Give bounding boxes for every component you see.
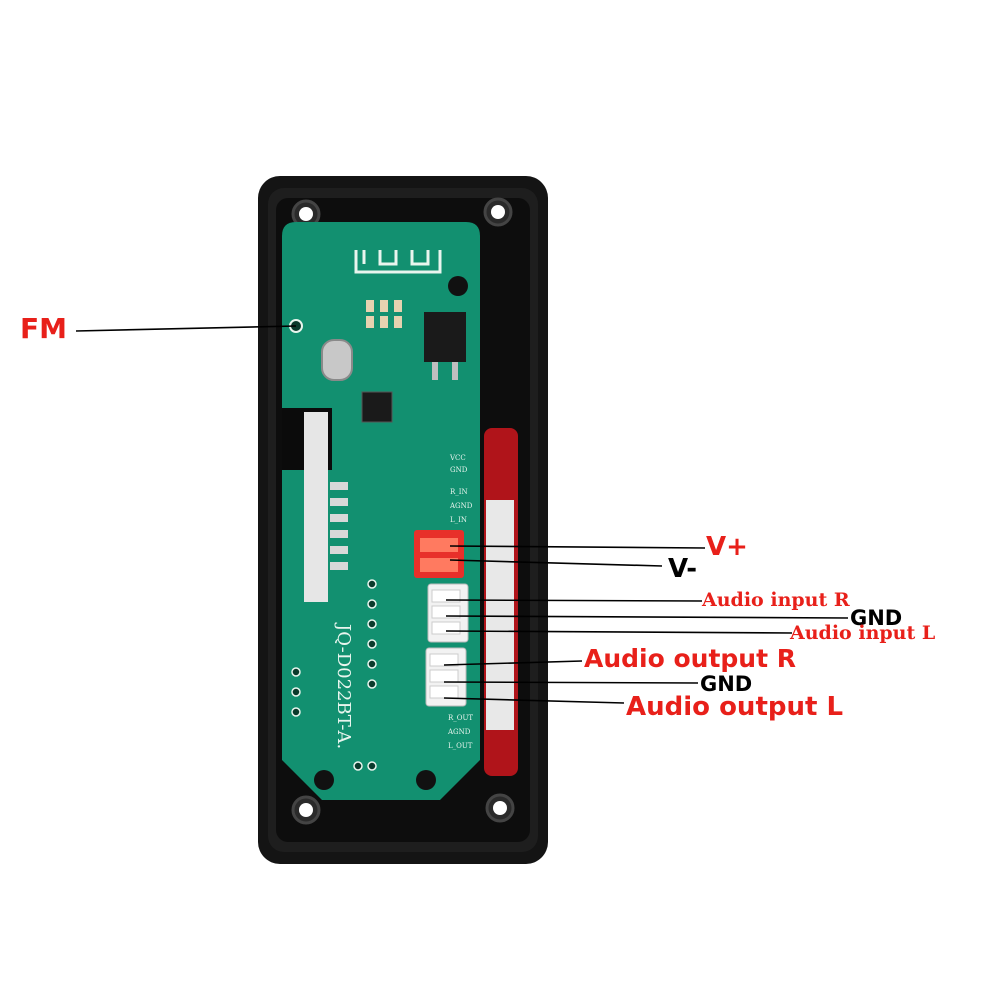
- label-audio-input-r: Audio input R: [702, 589, 850, 611]
- audio-input-connector: [427, 583, 469, 643]
- label-audio-output-l: Audio output L: [626, 692, 844, 722]
- leader-line-audio-output-r: [443, 660, 583, 666]
- capacitor-row: [366, 300, 402, 328]
- antenna-trace: [354, 250, 442, 274]
- leader-line-fm: [75, 325, 297, 332]
- leader-line-audio-input-l: [445, 630, 793, 634]
- output-pin-labels: R_OUT AGND L_OUT: [447, 714, 473, 750]
- pin-label: VCC: [449, 454, 466, 462]
- label-gnd-input: GND: [850, 606, 903, 630]
- leader-line-gnd-input: [445, 615, 849, 619]
- screw-icon: [416, 770, 436, 790]
- callout-lines: [75, 325, 849, 704]
- label-gnd-output: GND: [700, 672, 753, 696]
- pin-label: R_OUT: [448, 714, 473, 722]
- pin-label: L_OUT: [448, 742, 473, 750]
- back-connector-white: [486, 500, 514, 730]
- power-connector: [414, 530, 464, 578]
- label-v-plus: V+: [706, 532, 748, 562]
- label-v-minus: V-: [668, 554, 698, 584]
- mounting-hole-icon: [483, 197, 513, 227]
- label-audio-output-r: Audio output R: [584, 644, 797, 673]
- leader-line-v-minus: [449, 559, 663, 567]
- leader-line-audio-output-l: [443, 697, 625, 704]
- sd-contacts: [330, 482, 348, 570]
- label-fm: FM: [20, 312, 67, 345]
- voltage-regulator: [424, 312, 466, 362]
- leader-line-gnd-output: [443, 681, 699, 684]
- leader-line-v-plus: [449, 545, 706, 549]
- input-pin-labels: VCC GND R_IN AGND L_IN: [449, 454, 473, 524]
- pin-label: GND: [450, 466, 468, 474]
- leader-line-audio-input-r: [445, 599, 703, 602]
- pin-label: AGND: [447, 728, 471, 736]
- pin-label: AGND: [449, 502, 473, 510]
- label-audio-input-l: Audio input L: [790, 622, 936, 644]
- audio-output-connector: [425, 647, 467, 707]
- sd-card-holder: [304, 412, 328, 602]
- screw-icon: [314, 770, 334, 790]
- bluetooth-chip: [361, 391, 393, 423]
- board-model-text: JQ-D022BT-A.: [333, 622, 354, 749]
- pin-label: L_IN: [450, 516, 467, 524]
- screw-icon: [448, 276, 468, 296]
- pad-holes: [291, 579, 377, 771]
- crystal-oscillator: [321, 339, 353, 381]
- mounting-hole-icon: [485, 793, 515, 823]
- mounting-hole-icon: [291, 795, 321, 825]
- pin-label: R_IN: [450, 488, 468, 496]
